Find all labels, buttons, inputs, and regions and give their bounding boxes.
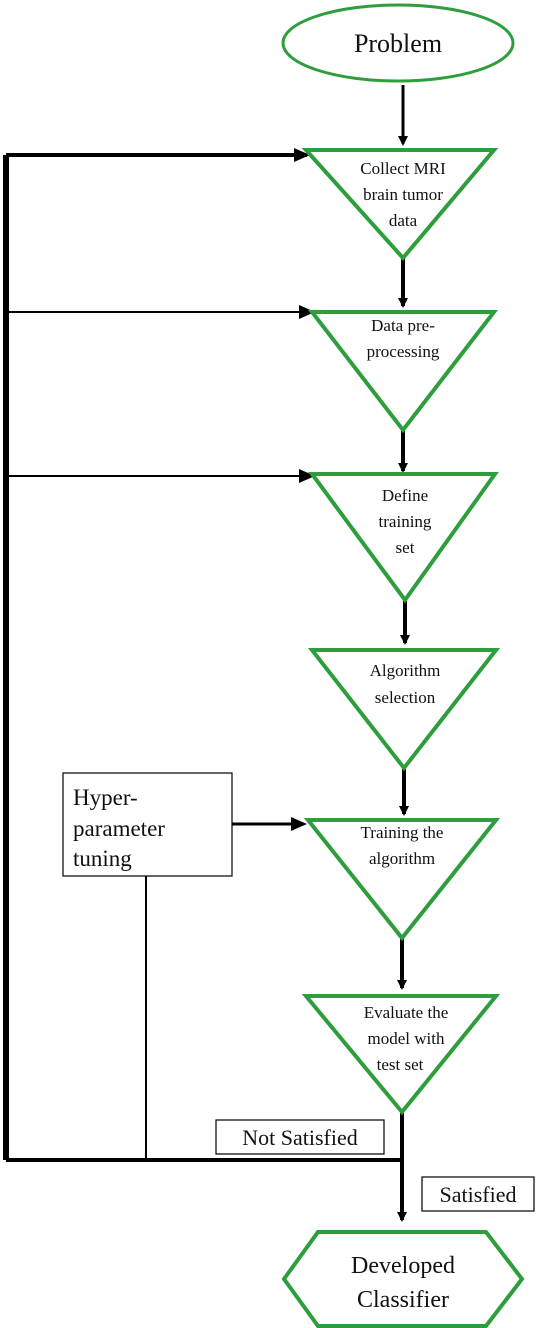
satisfied-label: Satisfied: [440, 1182, 517, 1207]
not-satisfied-label: Not Satisfied: [242, 1125, 358, 1150]
preprocess-label-line-2: processing: [367, 342, 440, 361]
define-triangle: [308, 472, 499, 604]
training-triangle: [303, 818, 501, 942]
problem-node: Problem: [281, 3, 515, 83]
preprocess-label-line-1: Data pre-: [371, 316, 435, 335]
algorithm-label-line-2: selection: [375, 688, 436, 707]
problem-ellipse: [281, 3, 515, 83]
hyper-label-line-3: tuning: [73, 846, 132, 871]
preprocess-node: Data pre- processing: [307, 310, 499, 434]
define-label-line-3: set: [396, 538, 415, 557]
collect-label-line-3: data: [389, 211, 418, 230]
algorithm-label-line-1: Algorithm: [370, 661, 441, 680]
training-label-line-1: Training the: [361, 823, 444, 842]
classifier-hexagon: [281, 1230, 525, 1328]
hyper-parameter-box: Hyper- parameter tuning: [62, 772, 233, 877]
problem-label: Problem: [354, 29, 442, 58]
not-satisfied-rect: [215, 1119, 385, 1155]
evaluate-label-line-3: test set: [377, 1055, 424, 1074]
define-label-line-1: Define: [382, 486, 428, 505]
evaluate-node: Evaluate the model with test set: [301, 994, 501, 1116]
classifier-label-line-1: Developed: [351, 1253, 455, 1279]
hyper-label-line-2: parameter: [73, 816, 165, 841]
algorithm-node: Algorithm selection: [307, 648, 501, 772]
evaluate-triangle: [301, 994, 501, 1116]
classifier-node: Developed Classifier: [281, 1230, 525, 1328]
training-label-line-2: algorithm: [369, 849, 435, 868]
collect-label-line-1: Collect MRI: [360, 159, 446, 178]
hyper-parameter-rect: [62, 772, 233, 877]
preprocess-triangle: [307, 310, 499, 434]
evaluate-label-line-2: model with: [368, 1029, 445, 1048]
collect-label-line-2: brain tumor: [363, 185, 443, 204]
evaluate-label-line-1: Evaluate the: [364, 1003, 449, 1022]
collect-triangle: [301, 148, 499, 262]
define-label-line-2: training: [379, 512, 432, 531]
collect-node: Collect MRI brain tumor data: [301, 148, 499, 262]
hyper-label-line-1: Hyper-: [73, 785, 138, 810]
define-node: Define training set: [308, 472, 499, 604]
training-node: Training the algorithm: [303, 818, 501, 942]
satisfied-box: Satisfied: [421, 1176, 535, 1212]
satisfied-rect: [421, 1176, 535, 1212]
connectors: [3, 85, 410, 1222]
not-satisfied-box: Not Satisfied: [215, 1119, 385, 1155]
algorithm-triangle: [307, 648, 501, 772]
classifier-label-line-2: Classifier: [357, 1287, 449, 1313]
